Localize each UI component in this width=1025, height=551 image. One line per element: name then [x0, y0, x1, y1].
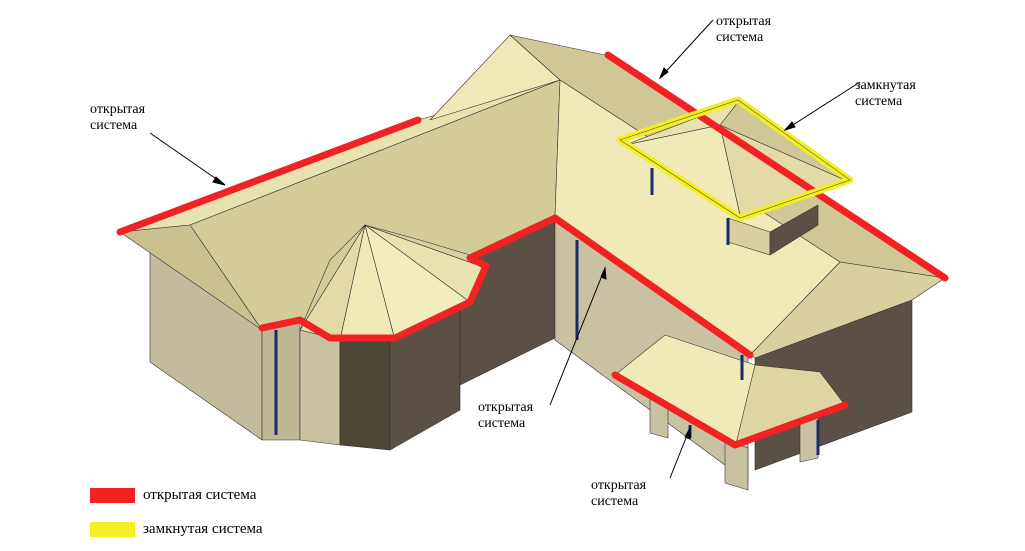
- legend-label: открытая система: [143, 487, 257, 503]
- open-gutter: [604, 51, 949, 282]
- open-gutter: [258, 214, 754, 359]
- left-front-wall: [261, 321, 301, 441]
- legend-item-closed: замкнутая система: [90, 521, 263, 538]
- right-hip: [749, 261, 946, 359]
- legend-label: замкнутая система: [143, 521, 263, 537]
- open-gutter: [611, 371, 849, 449]
- dormer-wall: [769, 204, 819, 256]
- open-gutters: [116, 51, 949, 449]
- legend-swatch-red: [90, 488, 135, 503]
- bay-wall-2: [339, 339, 391, 451]
- legend-item-open: открытая система: [90, 487, 256, 504]
- open-gutter: [116, 116, 422, 236]
- legend-swatch-yellow: [90, 522, 135, 537]
- leader-lines: [149, 19, 861, 479]
- bay-wall-1: [299, 329, 341, 446]
- left-hip: [119, 224, 263, 331]
- downpipes: [274, 168, 820, 455]
